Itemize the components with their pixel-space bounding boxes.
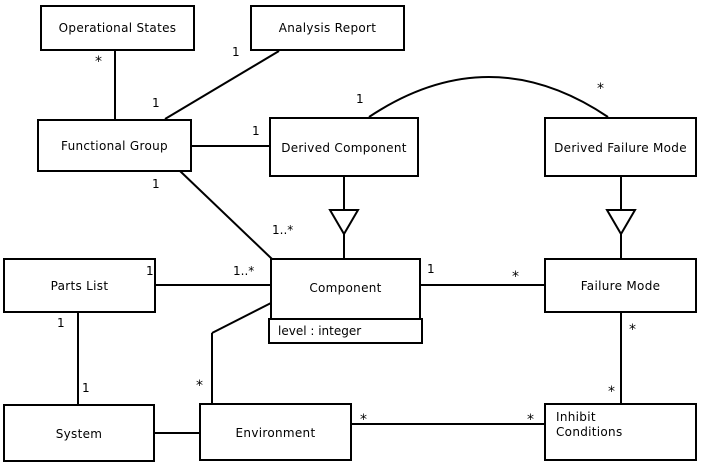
generalization-triangle-failure-mode	[605, 209, 637, 236]
edge-functional-group-component	[179, 170, 273, 260]
class-derived-failure-mode[interactable]: Derived Failure Mode	[544, 117, 697, 177]
multiplicity-component-failure-mode: 1	[427, 262, 435, 276]
class-functional-group[interactable]: Functional Group	[37, 119, 192, 172]
multiplicity-failure-mode-inhibit: *	[629, 322, 636, 338]
multiplicity-functional-group-component: 1	[152, 177, 160, 191]
multiplicity-functional-group-derived-component: 1	[252, 124, 260, 138]
multiplicity-environment-inhibit: *	[360, 412, 367, 428]
multiplicity-operational-states-functional-group: *	[95, 54, 102, 70]
multiplicity-parts-list-system-top: 1	[57, 316, 65, 330]
multiplicity-inhibit-from-environment: *	[527, 412, 534, 428]
multiplicity-failure-mode-from-component: *	[512, 269, 519, 285]
multiplicity-functional-group-analysis-report: 1	[152, 96, 160, 110]
edge-derived-component-derived-failure-mode	[368, 76, 609, 118]
class-environment-label: Environment	[235, 426, 316, 440]
class-parts-list-label: Parts List	[50, 279, 109, 293]
edge-functional-group-analysis-report	[164, 50, 280, 120]
multiplicity-analysis-report-end: 1	[232, 45, 240, 59]
class-environment[interactable]: Environment	[199, 403, 352, 461]
class-inhibit-conditions-label: Inhibit Conditions	[556, 410, 623, 439]
class-system[interactable]: System	[3, 404, 155, 462]
class-analysis-report-label: Analysis Report	[278, 21, 377, 35]
edge-environment-component-diagonal	[211, 302, 272, 334]
class-component-attributes: level : integer	[268, 318, 423, 344]
multiplicity-derived-failure-mode-arc: *	[597, 81, 604, 97]
multiplicity-parts-list-system-bottom: 1	[82, 381, 90, 395]
class-derived-failure-mode-label: Derived Failure Mode	[554, 141, 687, 155]
multiplicity-component-from-parts-list: 1..*	[233, 264, 255, 278]
class-analysis-report[interactable]: Analysis Report	[250, 5, 405, 51]
class-component-label: Component	[309, 281, 382, 295]
class-system-label: System	[55, 427, 103, 441]
class-functional-group-label: Functional Group	[61, 139, 168, 153]
multiplicity-parts-list-component: 1	[146, 264, 154, 278]
generalization-triangle-component	[328, 209, 360, 236]
multiplicity-environment-component: *	[196, 378, 203, 394]
class-inhibit-conditions[interactable]: Inhibit Conditions	[544, 403, 697, 461]
class-failure-mode-label: Failure Mode	[580, 279, 661, 293]
class-parts-list[interactable]: Parts List	[3, 258, 156, 313]
class-component[interactable]: Component	[270, 258, 421, 320]
class-failure-mode[interactable]: Failure Mode	[544, 258, 697, 313]
multiplicity-component-from-functional-group: 1..*	[272, 223, 294, 237]
class-component-attribute-level: level : integer	[278, 324, 362, 338]
multiplicity-inhibit-from-failure-mode: *	[608, 384, 615, 400]
class-operational-states-label: Operational States	[58, 21, 177, 35]
class-derived-component[interactable]: Derived Component	[269, 117, 419, 177]
class-operational-states[interactable]: Operational States	[40, 5, 195, 51]
class-derived-component-label: Derived Component	[281, 141, 407, 155]
multiplicity-derived-component-arc: 1	[356, 92, 364, 106]
